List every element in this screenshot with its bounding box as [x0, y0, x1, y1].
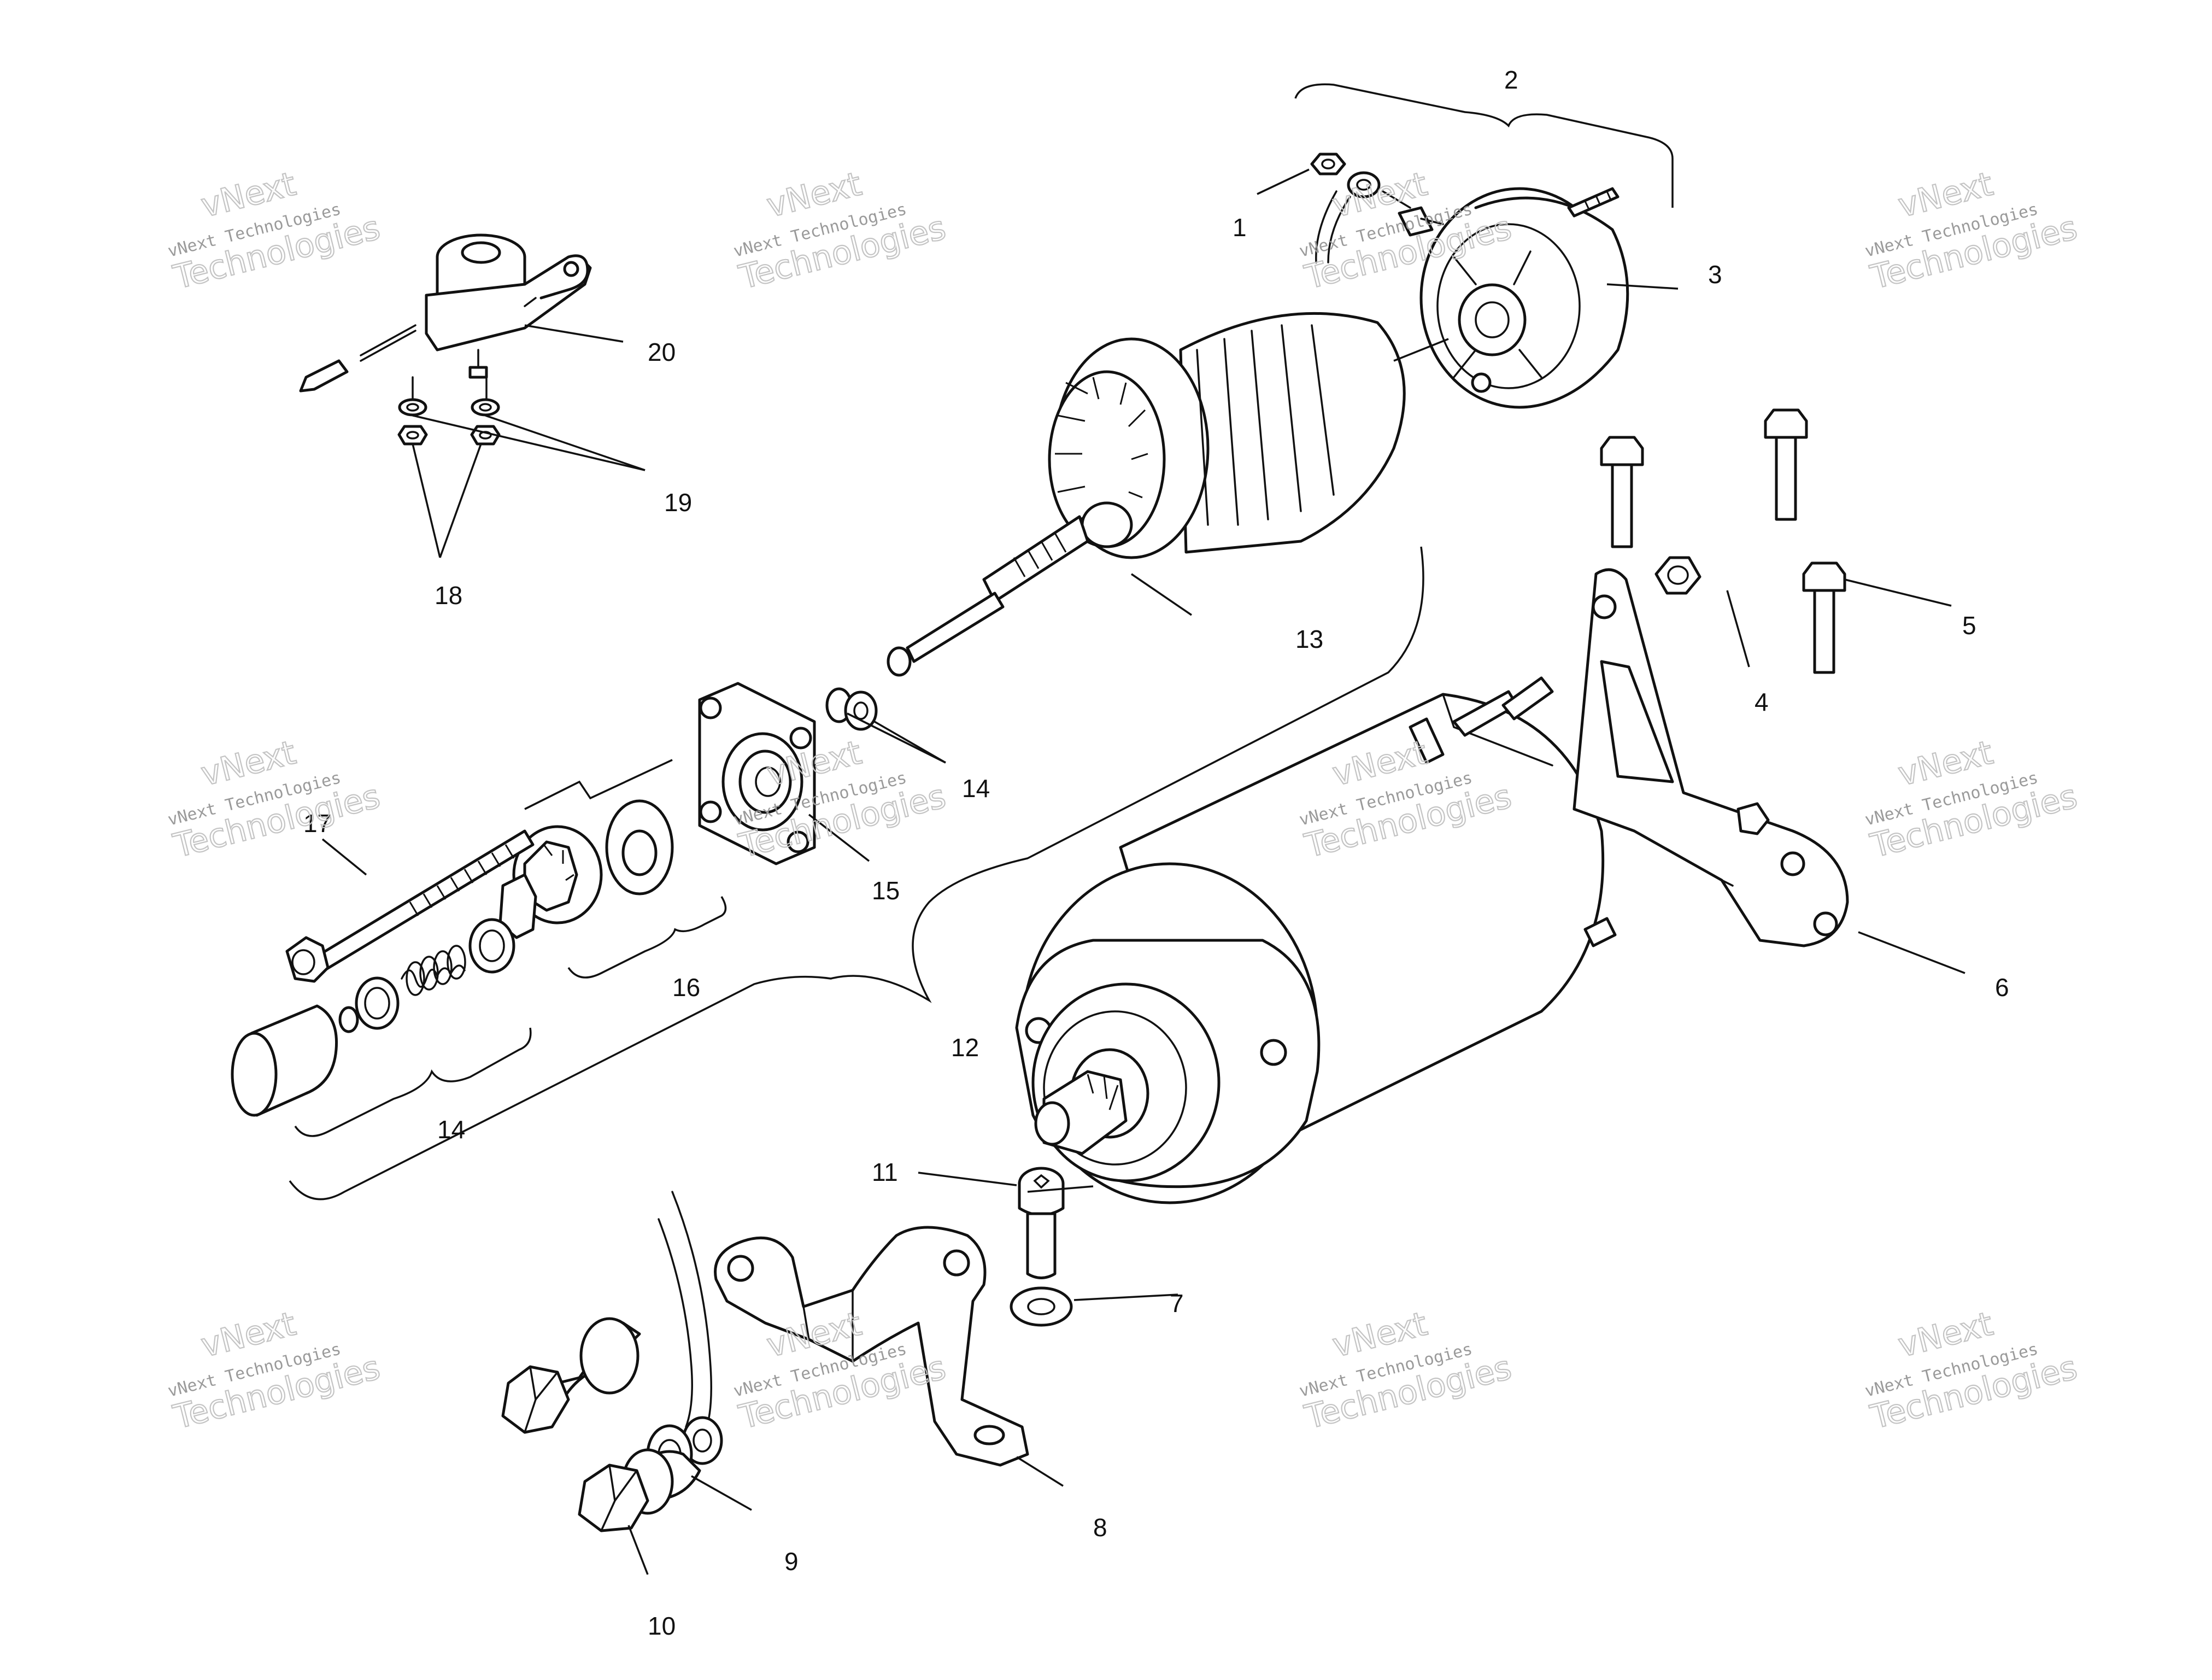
bolt-5-set-part: [1600, 408, 1846, 674]
callout-11: 11: [872, 1158, 898, 1186]
drive-housing-plate-part: [698, 682, 816, 865]
callout-12: 12: [951, 1033, 979, 1062]
armature-part: [887, 312, 1406, 677]
group-brace-16: [567, 896, 727, 979]
callout-18: 18: [435, 581, 462, 610]
callout-20: 20: [648, 338, 676, 366]
through-bolt-part: [285, 829, 535, 983]
end-cap-part: [1398, 187, 1629, 409]
washer-14-upper-part: [825, 687, 878, 731]
terminal-nut-part: [1310, 153, 1411, 264]
bolt-10-upper-part: [501, 1317, 641, 1434]
callout-19: 19: [664, 488, 692, 517]
callout-16: 16: [672, 973, 700, 1002]
bolt-10-lower-part: [578, 1448, 701, 1532]
motor-housing-part: [1015, 676, 1617, 1204]
callout-labels: 1 2 3 4 5 6 7 8 9 10 11 12 13 14 14 15 1…: [303, 66, 2009, 1640]
pinion-assembly-part: [468, 799, 674, 974]
nut-18-pair: [397, 425, 501, 446]
callout-9: 9: [784, 1547, 799, 1576]
solenoid-part: [299, 233, 592, 403]
callout-6: 6: [1995, 973, 2009, 1002]
callout-2: 2: [1504, 66, 1518, 94]
ground-cable-part: [658, 1191, 723, 1465]
bolt-17-centerline: [524, 759, 673, 810]
spring-collar-set-part: [231, 945, 466, 1117]
callout-14-lower: 14: [437, 1115, 465, 1144]
callout-17: 17: [303, 809, 331, 838]
group-brace-2: [1294, 83, 1674, 208]
callout-3: 3: [1708, 260, 1722, 289]
callout-1: 1: [1233, 213, 1247, 242]
callout-14-upper: 14: [962, 774, 990, 803]
callout-4: 4: [1755, 688, 1769, 716]
nut-4-part: [1654, 556, 1701, 595]
washer-7-part: [1010, 1286, 1073, 1327]
callout-10: 10: [648, 1612, 676, 1640]
callout-8: 8: [1093, 1513, 1107, 1542]
rear-bracket-part: [1573, 568, 1849, 947]
group-brace-14-lower: [294, 1027, 532, 1137]
leader-lines: [321, 168, 1965, 1575]
socket-bolt-11-part: [1018, 1167, 1065, 1279]
callout-13: 13: [1295, 625, 1323, 653]
washer-19-pair: [398, 398, 500, 417]
front-bracket-part: [714, 1226, 1029, 1467]
callout-7: 7: [1170, 1289, 1184, 1318]
group-brace-12: [289, 546, 1424, 1201]
callout-15: 15: [872, 876, 900, 905]
callout-5: 5: [1962, 611, 1976, 640]
